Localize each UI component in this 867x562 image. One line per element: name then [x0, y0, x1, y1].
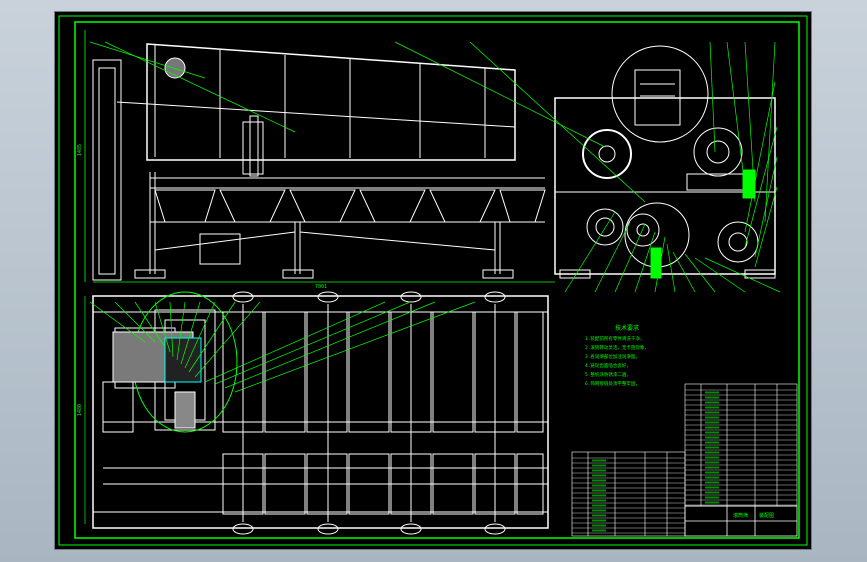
assembly-drawing: 7001 1485	[58, 15, 808, 546]
parts-list-cell	[705, 501, 719, 504]
parts-list-cell	[592, 524, 606, 527]
top-view	[92, 291, 549, 535]
parts-list-cell	[592, 459, 606, 462]
parts-list-cell	[705, 401, 719, 404]
dim-overall-length: 7001	[315, 284, 327, 290]
parts-list-cell	[705, 431, 719, 434]
parts-list-cell	[705, 491, 719, 494]
note-line: 2.滚筒转动灵活，无卡阻现象，	[585, 344, 649, 351]
parts-list-cell	[592, 469, 606, 472]
notes-title: 技术要求	[615, 324, 639, 332]
cad-viewport[interactable]: 7001 1485	[55, 12, 811, 549]
parts-list-cell	[592, 489, 606, 492]
front-dimensions	[84, 30, 555, 283]
parts-list-cell	[705, 436, 719, 439]
parts-list-cell	[592, 519, 606, 522]
front-leaders	[89, 41, 781, 293]
parts-list-cell	[592, 474, 606, 477]
parts-list-cell	[705, 466, 719, 469]
parts-list-rows	[572, 389, 797, 534]
parts-list-cell	[705, 471, 719, 474]
parts-list-cell	[705, 481, 719, 484]
note-line: 5.整机涂防锈漆二遍，	[585, 371, 631, 378]
parts-list-cell	[705, 476, 719, 479]
parts-list-cell	[705, 441, 719, 444]
parts-list-cell	[705, 416, 719, 419]
parts-list-cell	[705, 426, 719, 429]
parts-list-cell	[705, 496, 719, 499]
note-line: 1.装配前所有零件清洗干净，	[585, 335, 644, 342]
parts-list-cell	[705, 446, 719, 449]
parts-list-cell	[705, 486, 719, 489]
parts-list-cell	[592, 529, 606, 532]
parts-list-cell	[705, 421, 719, 424]
title-block	[684, 505, 798, 537]
drawing-border	[58, 15, 808, 546]
parts-list-cell	[592, 479, 606, 482]
title-block-name: 滚筒筛	[733, 512, 748, 519]
parts-list-cell	[705, 456, 719, 459]
parts-list-left	[571, 451, 686, 537]
parts-list-cell	[592, 499, 606, 502]
parts-list-cell	[705, 411, 719, 414]
parts-list-cell	[592, 509, 606, 512]
parts-list-cell	[705, 451, 719, 454]
drawing-frame	[74, 21, 800, 539]
note-line: 4.链轮齿面啮合良好，	[585, 362, 631, 369]
parts-list-cell	[592, 514, 606, 517]
front-view	[92, 43, 776, 281]
dim-height: 1485	[77, 144, 83, 156]
parts-list-cell	[705, 396, 719, 399]
parts-list-cell	[592, 504, 606, 507]
parts-list-cell	[705, 461, 719, 464]
note-line: 6.筛网接缝处须平整牢固，	[585, 380, 640, 387]
parts-list-cell	[592, 464, 606, 467]
parts-list-cell	[705, 406, 719, 409]
parts-list-cell	[592, 494, 606, 497]
note-line: 3.各润滑部位加注润滑脂，	[585, 353, 640, 360]
parts-list-cell	[705, 391, 719, 394]
parts-list-cell	[592, 484, 606, 487]
top-leaders	[84, 296, 476, 524]
technical-notes: 技术要求 1.装配前所有零件清洗干净， 2.滚筒转动灵活，无卡阻现象， 3.各润…	[585, 324, 649, 387]
dim-width: 1480	[77, 404, 83, 416]
detail-bubble	[112, 291, 238, 433]
title-block-drawing: 装配图	[759, 512, 774, 519]
